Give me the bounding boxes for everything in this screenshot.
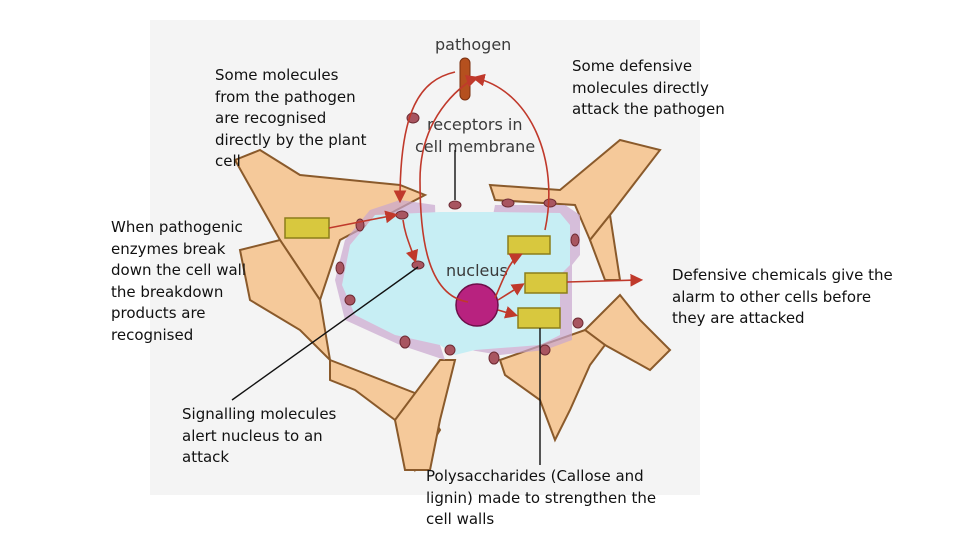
receptors-label: receptors in cell membrane	[415, 115, 535, 156]
receptors-label-line: cell membrane	[415, 137, 535, 156]
receptors-label-line: receptors in	[427, 115, 523, 134]
annotation-enzymes: When pathogenic enzymes break down the c…	[111, 218, 246, 344]
cell-walls	[233, 138, 672, 473]
arrow-nucleus-box1	[494, 253, 523, 299]
arrow-loop-to-pathogen	[419, 74, 480, 303]
receptor	[572, 317, 584, 329]
arrow-nucleus-box3	[497, 306, 519, 319]
receptor	[395, 210, 409, 220]
annotation-polysaccharides: Polysaccharides (Callose and lignin) mad…	[426, 467, 657, 528]
receptor	[335, 261, 345, 275]
receptor	[344, 294, 356, 306]
annotation-molecules-recognised: Some molecules from the pathogen are rec…	[215, 66, 367, 170]
receptor	[539, 344, 551, 356]
arrow-nucleus-box2	[497, 283, 525, 301]
arrow-to-other-cells	[566, 273, 644, 287]
molecule-box-outside	[284, 217, 330, 239]
receptor	[501, 198, 515, 208]
receptor	[444, 344, 456, 356]
annotation-alarm: Defensive chemicals give the alarm to ot…	[672, 266, 893, 327]
annotation-defensive-attack: Some defensive molecules directly attack…	[572, 57, 725, 118]
molecule-box-1	[507, 235, 551, 255]
nucleus	[455, 283, 499, 327]
pathogen-label: pathogen	[435, 35, 511, 54]
arrow-cell-to-pathogen	[471, 73, 550, 231]
molecule-boxes	[284, 217, 568, 329]
molecule-box-3	[517, 307, 561, 329]
receptor	[543, 198, 557, 208]
arrow-pathogen-to-cell	[393, 71, 456, 204]
receptor	[399, 335, 411, 349]
leader-signalling	[231, 266, 419, 401]
arrow-enzyme	[328, 210, 399, 229]
leader-lines	[231, 150, 541, 465]
pathogen	[459, 57, 471, 101]
arrows	[328, 71, 644, 319]
molecule-box-2	[524, 272, 568, 294]
receptor	[488, 351, 500, 365]
nucleus-label: nucleus	[446, 261, 508, 280]
receptor	[448, 200, 462, 210]
arrow-receptor-nucleus	[402, 219, 419, 264]
receptor	[570, 233, 580, 247]
annotation-signalling: Signalling molecules alert nucleus to an…	[182, 405, 337, 466]
receptors	[335, 112, 584, 365]
